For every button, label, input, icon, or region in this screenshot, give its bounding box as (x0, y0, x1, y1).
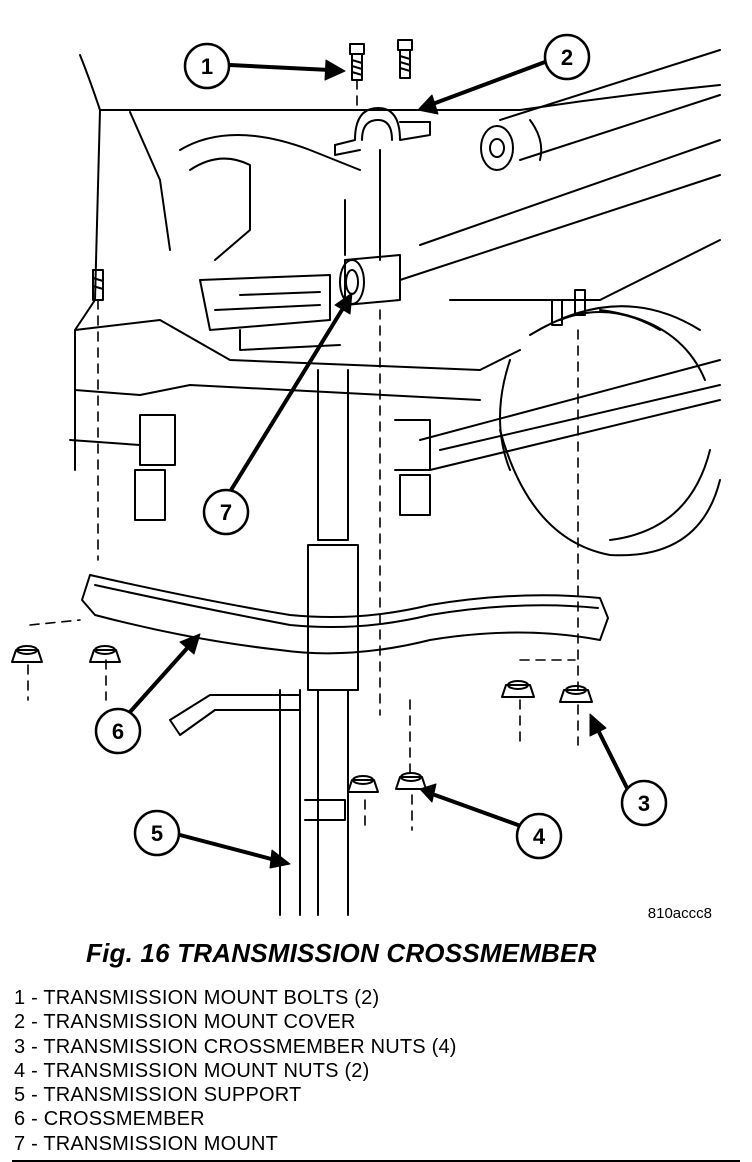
svg-text:2: 2 (561, 45, 573, 70)
svg-text:6: 6 (112, 719, 124, 744)
transmission-mount (339, 149, 401, 306)
legend-list: 1 - TRANSMISSION MOUNT BOLTS (2) 2 - TRA… (14, 986, 457, 1156)
drawing-code: 810accc8 (647, 905, 712, 922)
svg-text:1: 1 (201, 54, 213, 79)
arrowheads (179, 59, 607, 869)
transmission-support (169, 369, 359, 916)
vehicle-frame (69, 54, 721, 471)
svg-text:5: 5 (151, 821, 163, 846)
callout-3: 3 (620, 779, 668, 827)
crossmember-stud (92, 269, 586, 326)
transmission-mount-nut (347, 772, 427, 793)
transmission-mount-cover (334, 107, 431, 156)
legend-item: 2 - TRANSMISSION MOUNT COVER (14, 1011, 356, 1034)
crossmember-diagram: 1 2 3 4 5 6 7 (11, 33, 721, 916)
svg-text:3: 3 (638, 791, 650, 816)
crossmember (81, 574, 609, 655)
frame-rail (134, 359, 721, 521)
bottom-rule (12, 1160, 740, 1162)
driveshaft (480, 49, 721, 171)
callout-4: 4 (515, 812, 563, 860)
legend-item: 5 - TRANSMISSION SUPPORT (14, 1084, 302, 1107)
callout-2: 2 (543, 33, 591, 81)
wheel (499, 305, 721, 557)
callout-5: 5 (133, 809, 181, 857)
callout-arrows (128, 60, 630, 862)
callout-1: 1 (183, 42, 231, 90)
legend-item: 6 - CROSSMEMBER (14, 1108, 205, 1131)
callout-7: 7 (202, 488, 250, 536)
svg-text:7: 7 (220, 500, 232, 525)
crossmember-nut (11, 645, 593, 703)
legend-item: 1 - TRANSMISSION MOUNT BOLTS (2) (14, 987, 380, 1009)
dashed-leader-lines (27, 79, 579, 831)
legend-item: 7 - TRANSMISSION MOUNT (14, 1132, 279, 1155)
transmission-mount-bolt (349, 39, 413, 81)
legend-item: 4 - TRANSMISSION MOUNT NUTS (2) (14, 1059, 370, 1082)
legend-item: 3 - TRANSMISSION CROSSMEMBER NUTS (4) (14, 1035, 457, 1058)
callout-6: 6 (94, 707, 142, 755)
svg-text:4: 4 (533, 824, 546, 849)
figure-caption: Fig. 16 TRANSMISSION CROSSMEMBER (86, 938, 597, 968)
